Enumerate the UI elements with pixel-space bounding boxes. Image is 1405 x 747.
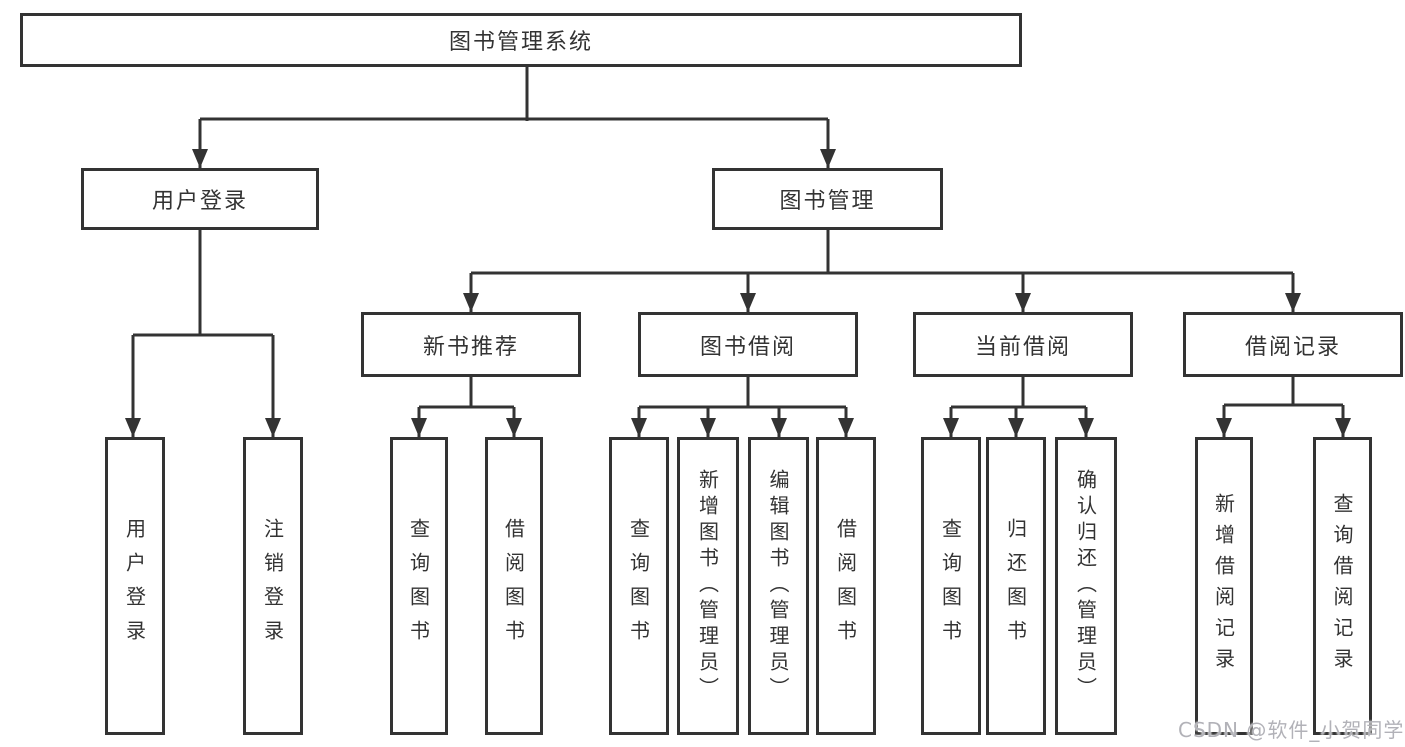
node-book-management-label: 图书管理 (779, 189, 876, 214)
leaf-confirm-return-admin-label: 确认归还（管理员） (1073, 469, 1098, 703)
leaf-logout: 注销登录 (243, 437, 303, 735)
connector-book-management-split (469, 230, 1295, 312)
csdn-watermark: CSDN @软件_小贺同学 (1178, 718, 1405, 742)
node-library-management-system: 图书管理系统 (20, 13, 1022, 67)
leaf-borrow-books-recommend: 借阅图书 (485, 437, 543, 735)
node-book-borrow: 图书借阅 (638, 312, 858, 377)
leaf-query-books-current-label: 查询图书 (938, 518, 963, 654)
node-new-book-recommend: 新书推荐 (361, 312, 581, 377)
leaf-edit-books-admin-label: 编辑图书（管理员） (766, 469, 790, 703)
node-current-borrow-label: 当前借阅 (974, 334, 1071, 360)
connector-user-login-split (131, 230, 275, 437)
node-book-borrow-label: 图书借阅 (699, 334, 796, 360)
leaf-query-books-recommend-label: 查询图书 (406, 518, 431, 654)
leaf-query-books-borrow-label: 查询图书 (626, 518, 651, 654)
node-library-management-system-label: 图书管理系统 (448, 30, 593, 55)
leaf-query-books-borrow: 查询图书 (609, 437, 669, 735)
leaf-query-books-current: 查询图书 (921, 437, 981, 735)
node-user-login-label: 用户登录 (151, 189, 248, 214)
arrowheads (125, 149, 1351, 437)
connector-root-split (198, 67, 830, 168)
leaf-user-login-label: 用户登录 (122, 518, 147, 654)
leaf-query-books-recommend: 查询图书 (390, 437, 448, 735)
leaf-return-books-label: 归还图书 (1003, 518, 1028, 654)
leaf-borrow-books-recommend-label: 借阅图书 (501, 518, 526, 654)
node-new-book-recommend-label: 新书推荐 (422, 334, 519, 360)
leaf-logout-label: 注销登录 (260, 518, 285, 654)
leaf-add-borrow-record: 新增借阅记录 (1195, 437, 1253, 735)
leaf-query-borrow-record-label: 查询借阅记录 (1330, 493, 1354, 679)
leaf-edit-books-admin: 编辑图书（管理员） (748, 437, 809, 735)
connector-borrow-record-split (1222, 377, 1345, 437)
leaf-borrow-books-label: 借阅图书 (833, 518, 858, 654)
leaf-user-login: 用户登录 (105, 437, 165, 735)
node-borrow-record: 借阅记录 (1183, 312, 1403, 377)
leaf-borrow-books: 借阅图书 (816, 437, 876, 735)
node-user-login: 用户登录 (81, 168, 319, 230)
leaf-add-books-admin-label: 新增图书（管理员） (695, 469, 720, 703)
node-borrow-record-label: 借阅记录 (1244, 334, 1341, 360)
leaf-add-borrow-record-label: 新增借阅记录 (1211, 493, 1236, 679)
leaf-add-books-admin: 新增图书（管理员） (677, 437, 739, 735)
connector-book-borrow-split (637, 377, 848, 437)
connector-new-book-recommend-split (417, 377, 516, 437)
leaf-confirm-return-admin: 确认归还（管理员） (1055, 437, 1117, 735)
leaf-return-books: 归还图书 (986, 437, 1046, 735)
node-current-borrow: 当前借阅 (913, 312, 1133, 377)
leaf-query-borrow-record: 查询借阅记录 (1313, 437, 1372, 735)
node-book-management: 图书管理 (712, 168, 943, 230)
